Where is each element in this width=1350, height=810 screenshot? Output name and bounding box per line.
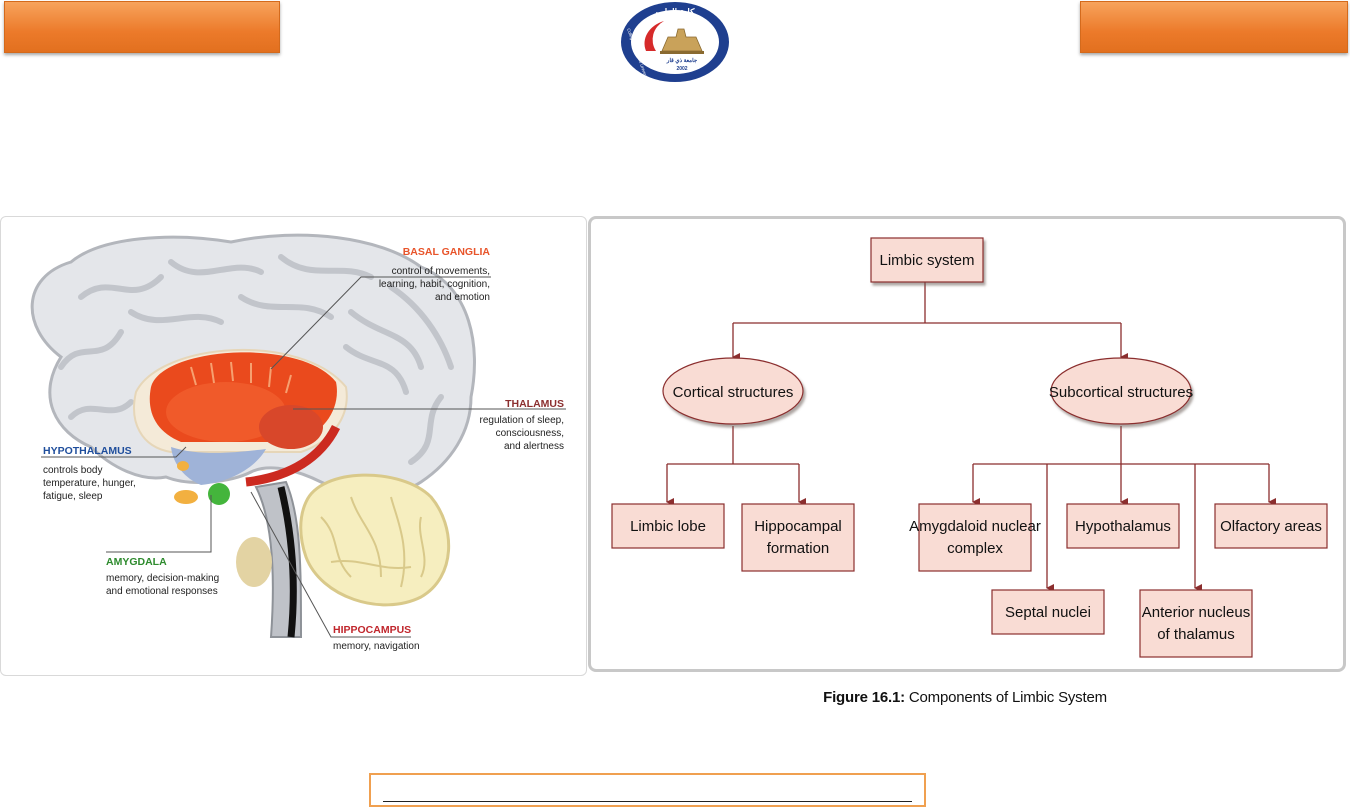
box-hypothalamus	[1066, 503, 1180, 549]
logo-year: 2002	[676, 66, 687, 72]
box-hippocampal-formation	[741, 503, 855, 572]
box-hypothalamus-label: Hypothalamus	[1075, 518, 1171, 535]
box-limbic-lobe	[611, 503, 725, 549]
box-septal-nuclei	[991, 589, 1105, 635]
hypothalamus-desc-2: temperature, hunger,	[43, 478, 136, 489]
label-amygdala: AMYGDALA	[106, 556, 167, 568]
hippocampus-desc-1: memory, navigation	[333, 641, 420, 652]
box-olfactory-areas-label: Olfactory areas	[1220, 518, 1322, 535]
box-hippocampal-formation-line-2: formation	[767, 540, 830, 557]
basal-ganglia-desc-1: control of movements,	[392, 266, 490, 277]
ellipse-subcortical-structures	[1050, 357, 1192, 425]
ellipse-subcortical-structures-label: Subcortical structures	[1049, 384, 1193, 401]
hypothalamus-desc-1: controls body	[43, 465, 102, 476]
amygdala-desc-2: and emotional responses	[106, 586, 218, 597]
brain-illustration: BASAL GANGLIA control of movements, lear…	[30, 233, 566, 652]
figure-caption: Figure 16.1: Components of Limbic System	[760, 689, 1170, 706]
box-anterior-nucleus-line-1: Anterior nucleus	[1142, 604, 1250, 621]
header-tab-right	[1080, 1, 1348, 53]
box-amygdaloid-line-1: Amygdaloid nuclear	[909, 518, 1041, 535]
thalamus-desc-1: regulation of sleep,	[479, 415, 564, 426]
brain-illustration-panel: BASAL GANGLIA control of movements, lear…	[0, 216, 587, 676]
ellipse-cortical-structures	[662, 357, 804, 425]
thalamus-desc-2: consciousness,	[496, 428, 564, 439]
box-limbic-system-label: Limbic system	[879, 252, 974, 269]
header-tab-left	[4, 1, 280, 53]
box-amygdaloid-nuclear-complex	[918, 503, 1032, 572]
box-anterior-nucleus-line-2: of thalamus	[1157, 626, 1235, 643]
logo-center-text: جامعة ذي قار	[666, 57, 698, 64]
label-basal-ganglia: BASAL GANGLIA	[403, 246, 491, 258]
thalamus-desc-3: and alertness	[504, 441, 564, 452]
box-amygdaloid-line-2: complex	[947, 540, 1003, 557]
box-limbic-lobe-label: Limbic lobe	[630, 518, 706, 535]
figure-caption-label: Figure 16.1:	[823, 689, 905, 706]
basal-ganglia-desc-2: learning, habit, cognition,	[379, 279, 490, 290]
basal-ganglia-desc-3: and emotion	[435, 292, 490, 303]
label-thalamus: THALAMUS	[505, 398, 564, 410]
label-hippocampus: HIPPOCAMPUS	[333, 624, 411, 636]
college-logo: كلية الطب جامعة ذي قار 2002 College of M…	[621, 2, 729, 83]
logo-ring-text-top: كلية الطب	[656, 7, 695, 18]
label-hypothalamus: HYPOTHALAMUS	[43, 445, 132, 457]
box-olfactory-areas	[1214, 503, 1328, 549]
amygdala-desc-1: memory, decision-making	[106, 573, 219, 584]
box-hippocampal-formation-line-1: Hippocampal	[754, 518, 842, 535]
box-anterior-nucleus-of-thalamus	[1139, 589, 1253, 658]
box-limbic-system	[870, 237, 984, 283]
ellipse-cortical-structures-label: Cortical structures	[673, 384, 794, 401]
footer-box	[369, 773, 926, 807]
limbic-flowchart: Limbic system Cortical structures Subcor…	[611, 237, 1328, 658]
footer-rule	[383, 801, 912, 802]
limbic-flowchart-panel: Limbic system Cortical structures Subcor…	[588, 216, 1346, 672]
figure-caption-text: Components of Limbic System	[904, 689, 1107, 706]
box-septal-nuclei-label: Septal nuclei	[1005, 604, 1091, 621]
hypothalamus-desc-3: fatigue, sleep	[43, 491, 103, 502]
